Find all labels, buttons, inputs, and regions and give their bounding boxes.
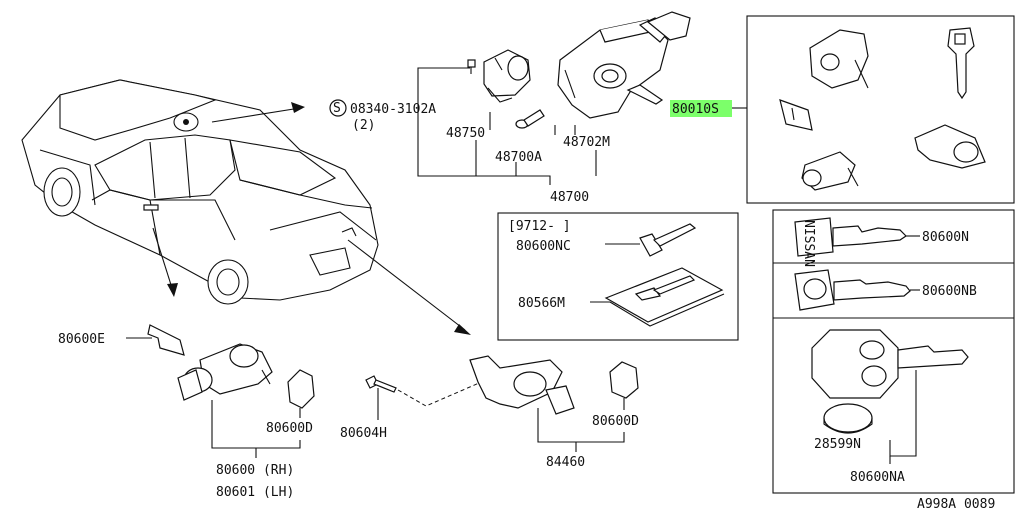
- kit-door-cylinder-icon: [801, 151, 859, 191]
- label-80010s: 80010S: [672, 102, 719, 117]
- clip-80600e-icon: [126, 324, 185, 356]
- label-80600na: 80600NA: [850, 470, 905, 485]
- label-80600d-left: 80600D: [266, 421, 313, 436]
- key-brand-label: NISSAN: [801, 220, 816, 267]
- label-08340-3102a: 08340-3102A: [350, 102, 436, 117]
- label-screw-qty: (2): [352, 118, 375, 133]
- box-9712: [497, 212, 739, 341]
- kit-ignition-cylinder-icon: [809, 29, 869, 89]
- label-48700a: 48700A: [495, 150, 542, 165]
- gasket-80600d-left-icon: [287, 369, 315, 418]
- kit-trunk-cylinder-icon: [914, 124, 986, 169]
- battery-28599n-icon: [823, 403, 873, 434]
- gasket-80600d-right-icon: [609, 361, 639, 410]
- label-80600-rh: 80600 (RH): [216, 463, 294, 478]
- kit-box-80010s: [746, 15, 1015, 204]
- key-card-80566m-icon: [590, 267, 725, 327]
- trunk-cylinder-84460-icon: [469, 355, 575, 415]
- label-48702m: 48702M: [563, 135, 610, 150]
- label-80600nc: 80600NC: [516, 239, 571, 254]
- label-80600nb: 80600NB: [922, 284, 977, 299]
- label-48700: 48700: [550, 190, 589, 205]
- label-date-code: [9712- ]: [508, 219, 571, 234]
- label-28599n: 28599N: [814, 437, 861, 452]
- keys-column: [772, 209, 1015, 494]
- part-labels: S 08340-3102A (2) 48750 48700A 48702M 48…: [58, 99, 995, 512]
- kit-key-icon: [947, 27, 975, 100]
- diagram-code: A998A 0089: [917, 497, 995, 512]
- key-80600nb-icon: [794, 269, 920, 311]
- key-80600n-icon: [794, 217, 920, 257]
- steering-lock-48702m-icon: [557, 11, 691, 119]
- door-lock-group: [126, 324, 315, 458]
- callout-arrows: [152, 102, 471, 335]
- key-fob-80600na-icon: [811, 329, 969, 399]
- s-symbol-icon: [329, 99, 347, 117]
- label-80600e: 80600E: [58, 332, 105, 347]
- steering-lock-cover-48750-icon: [483, 49, 531, 103]
- label-80600d-right: 80600D: [592, 414, 639, 429]
- trunk-lock-group: [365, 355, 639, 452]
- label-84460: 84460: [546, 455, 585, 470]
- door-cylinder-80600-icon: [177, 343, 273, 401]
- screw-08340-icon: [467, 59, 476, 74]
- bolt-80604h-icon: [365, 375, 397, 420]
- car-illustration: [21, 79, 379, 305]
- kit-clip-icon: [779, 99, 813, 131]
- label-80010s-highlight: [670, 100, 732, 117]
- bolt-48700a-icon: [515, 109, 545, 129]
- blank-key-80600nc-icon: [605, 223, 697, 257]
- label-80601-lh: 80601 (LH): [216, 485, 294, 500]
- ignition-group: [417, 11, 691, 185]
- s-symbol: S: [333, 101, 341, 116]
- label-80566m: 80566M: [518, 296, 565, 311]
- label-80604h: 80604H: [340, 426, 387, 441]
- label-48750: 48750: [446, 126, 485, 141]
- label-80600n: 80600N: [922, 230, 969, 245]
